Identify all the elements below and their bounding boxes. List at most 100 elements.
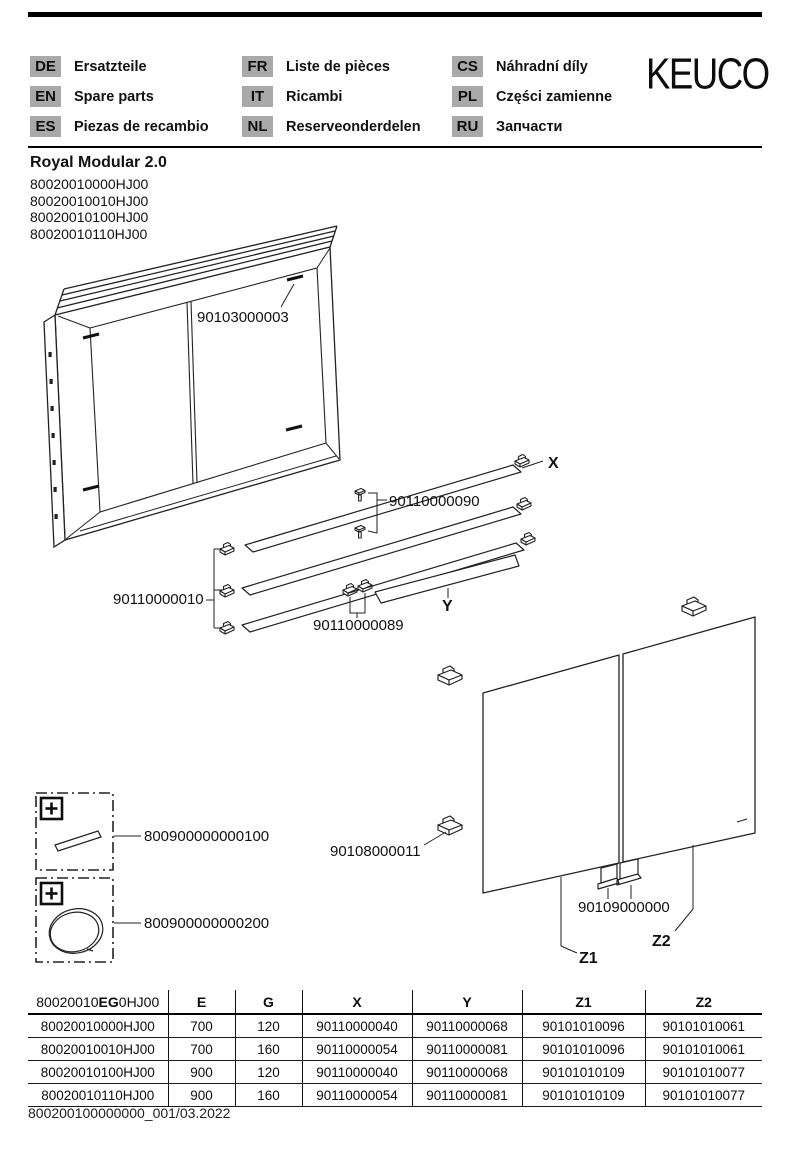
door-clip-icon <box>437 665 463 686</box>
language-column-2: FR Liste de pièces IT Ricambi NL Reserve… <box>242 56 421 137</box>
leader-line <box>423 831 447 846</box>
label-shelf-screw: 90110000090 <box>389 493 480 510</box>
language-label: Reserveonderdelen <box>286 118 421 135</box>
label-shelf-clip: 90110000010 <box>113 591 204 608</box>
language-label: Запчасти <box>496 118 563 135</box>
plus-icon <box>39 796 64 821</box>
label-frame-screw: 90103000003 <box>197 309 289 326</box>
language-label: Ersatzteile <box>74 58 147 75</box>
product-code: 80020010110HJ00 <box>30 225 148 242</box>
cell-x: 90110000040 <box>301 1060 412 1084</box>
product-code: 80020010000HJ00 <box>30 176 149 192</box>
shelf-clip-icon <box>219 620 235 635</box>
cell-e: 700 <box>167 1037 235 1061</box>
header-divider <box>28 146 762 148</box>
cell-g: 120 <box>234 1014 302 1038</box>
label-accessory-mirror: 800900000000200 <box>144 915 269 932</box>
table-row: 80020010010HJ00 700 160 90110000054 9011… <box>28 1037 762 1061</box>
leader-line <box>280 283 295 308</box>
bracket-lines <box>607 885 632 899</box>
language-es: ES Piezas de recambio <box>30 116 209 137</box>
cell-e: 900 <box>167 1083 235 1107</box>
exploded-parts-diagram: 90103000003 X 90110000090 90110000010 90… <box>35 225 756 967</box>
language-it: IT Ricambi <box>242 86 421 107</box>
screw-icon <box>354 487 366 502</box>
cell-model: 80020010000HJ00 <box>28 1014 168 1038</box>
cell-model: 80020010100HJ00 <box>28 1060 168 1084</box>
leader-line <box>521 460 544 469</box>
language-label: Ricambi <box>286 88 343 105</box>
cell-y: 90110000068 <box>411 1014 522 1038</box>
cell-g: 160 <box>234 1083 302 1107</box>
door-clip-icon <box>437 815 463 836</box>
label-door-bracket: 90109000000 <box>578 899 670 916</box>
cell-z1: 90101010096 <box>521 1037 645 1061</box>
language-de: DE Ersatzteile <box>30 56 209 77</box>
language-badge: NL <box>242 116 273 137</box>
language-badge: PL <box>452 86 483 107</box>
cell-z2: 90101010061 <box>644 1014 762 1038</box>
bracket-lines <box>349 593 366 618</box>
shelf-clip-icon <box>219 583 235 598</box>
cell-y: 90110000068 <box>411 1060 522 1084</box>
language-badge: EN <box>30 86 61 107</box>
accessory-box-light <box>35 792 141 871</box>
bracket-lines <box>206 548 222 629</box>
page-title: Royal Modular 2.0 <box>30 154 167 171</box>
label-ref-y: Y <box>442 598 453 615</box>
door-bracket-icon <box>597 858 642 890</box>
plus-icon <box>39 881 64 906</box>
language-label: Náhradní díly <box>496 58 588 75</box>
cabinet-frame-drawing <box>43 225 341 549</box>
language-pl: PL Części zamienne <box>452 86 612 107</box>
cell-z2: 90101010077 <box>644 1083 762 1107</box>
cell-y: 90110000081 <box>411 1037 522 1061</box>
glass-shelf <box>244 464 522 553</box>
mirror-door-right <box>622 616 756 863</box>
cell-z1: 90101010109 <box>521 1083 645 1107</box>
language-cs: CS Náhradní díly <box>452 56 612 77</box>
parts-table: 80020010EG0HJ00 E G X Y Z1 Z2 8002001000… <box>28 990 762 1107</box>
cabinet-divider <box>186 301 194 485</box>
cell-g: 120 <box>234 1060 302 1084</box>
language-column-1: DE Ersatzteile EN Spare parts ES Piezas … <box>30 56 209 137</box>
language-column-3: CS Náhradní díly PL Części zamienne RU З… <box>452 56 612 137</box>
cell-x: 90110000054 <box>301 1083 412 1107</box>
glass-shelf <box>241 542 525 633</box>
shelf-clip-icon <box>516 496 532 511</box>
language-badge: RU <box>452 116 483 137</box>
language-badge: DE <box>30 56 61 77</box>
language-nl: NL Reserveonderdelen <box>242 116 421 137</box>
language-label: Spare parts <box>74 88 154 105</box>
language-badge: FR <box>242 56 273 77</box>
glass-shelf <box>374 554 520 604</box>
column-header-z2: Z2 <box>644 990 762 1015</box>
table-row: 80020010000HJ00 700 120 90110000040 9011… <box>28 1014 762 1038</box>
language-fr: FR Liste de pièces <box>242 56 421 77</box>
language-ru: RU Запчасти <box>452 116 612 137</box>
measure-lines <box>560 845 694 954</box>
cell-g: 160 <box>234 1037 302 1061</box>
column-header-g: G <box>234 990 302 1015</box>
shelf-clip-icon <box>520 531 536 546</box>
glass-shelf <box>241 506 522 596</box>
shelf-clip-icon <box>219 541 235 556</box>
label-center-clip: 90110000089 <box>313 617 404 634</box>
cell-z1: 90101010109 <box>521 1060 645 1084</box>
table-row: 80020010100HJ00 900 120 90110000040 9011… <box>28 1060 762 1084</box>
language-label: Liste de pièces <box>286 58 390 75</box>
language-badge: CS <box>452 56 483 77</box>
table-header-row: 80020010EG0HJ00 E G X Y Z1 Z2 <box>28 990 762 1015</box>
shelf-pin-icon <box>82 274 304 492</box>
cell-y: 90110000081 <box>411 1083 522 1107</box>
document-number: 800200100000000_001/03.2022 <box>28 1105 231 1121</box>
column-header-x: X <box>301 990 412 1015</box>
label-ref-z2: Z2 <box>652 933 671 950</box>
cell-z2: 90101010061 <box>644 1037 762 1061</box>
label-door-clip: 90108000011 <box>330 843 421 860</box>
language-en: EN Spare parts <box>30 86 209 107</box>
column-header-z1: Z1 <box>521 990 645 1015</box>
glass-shelves <box>241 464 525 633</box>
cell-e: 700 <box>167 1014 235 1038</box>
cell-z2: 90101010077 <box>644 1060 762 1084</box>
